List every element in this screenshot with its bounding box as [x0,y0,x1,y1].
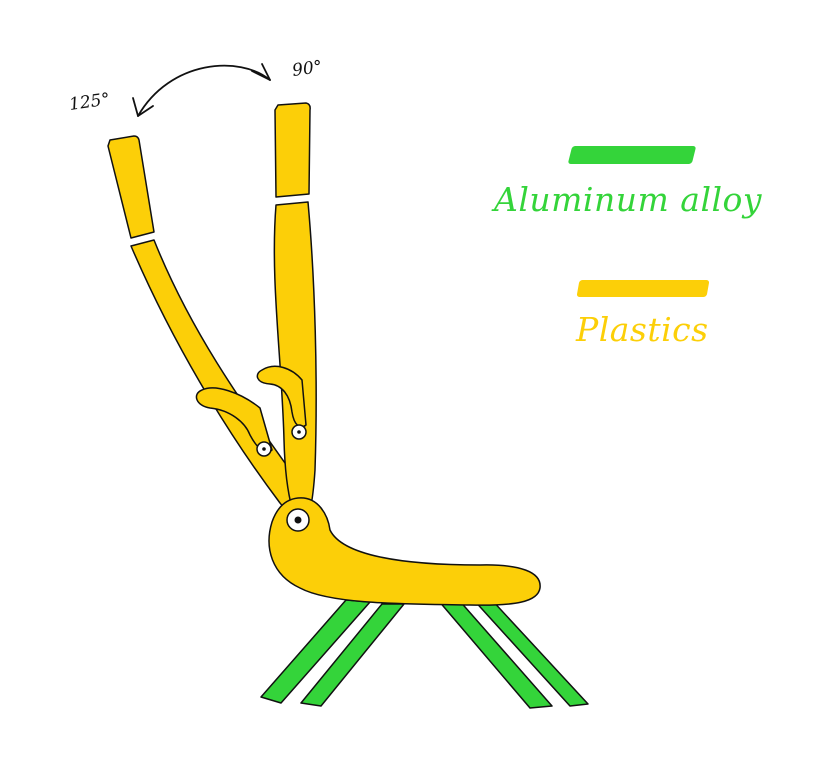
armrest-upright [256,365,307,428]
armrest-reclined [195,387,273,453]
seat [268,497,541,606]
aluminum-swatch [567,146,697,164]
aluminum-label: Aluminum alloy [494,180,763,219]
aluminum-legs [260,597,589,709]
arrowhead-right [251,63,271,81]
recline-angle-arrow [132,63,271,117]
backrest-reclined [107,135,304,512]
headrest-upright [274,102,311,198]
headrest-reclined [107,135,155,239]
arrowhead-left [132,97,154,117]
plastics-label: Plastics [576,310,709,349]
angle-reclined-label: 125° [68,89,111,115]
plastics-swatch [576,280,710,297]
seat-body [268,497,541,606]
angle-upright-label: 90° [291,57,324,81]
